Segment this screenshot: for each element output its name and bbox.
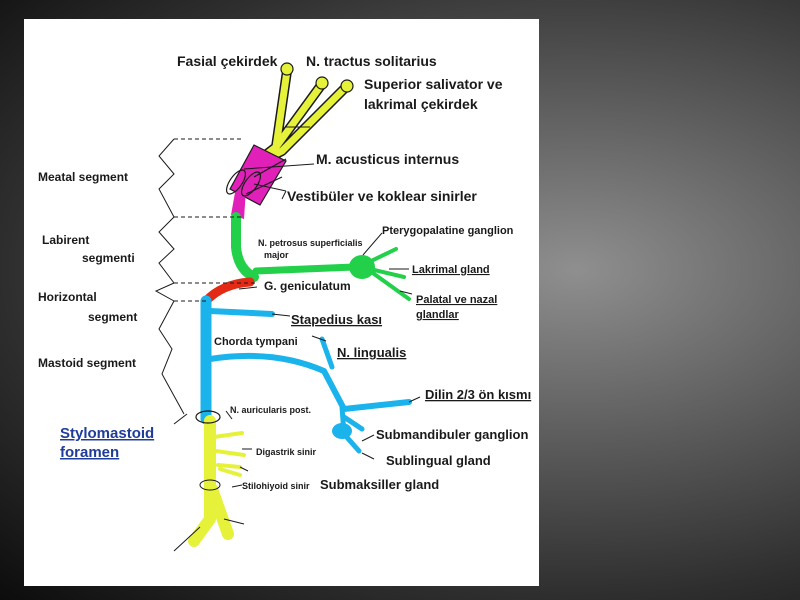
label-sublingual-gland: Sublingual gland: [386, 453, 491, 468]
label-horizontal-line1: Horizontal: [38, 290, 97, 304]
label-meatal-segment: Meatal segment: [38, 170, 128, 184]
label-submaxillary-gland: Submaksiller gland: [320, 477, 439, 492]
label-facial-nucleus: Fasial çekirdek: [177, 53, 278, 69]
label-palatal-line1: Palatal ve nazal: [416, 294, 497, 306]
facial-nerve-diagram: Fasial çekirdek N. tractus solitarius Su…: [38, 53, 531, 552]
label-labyrinth-line1: Labirent: [42, 233, 89, 247]
label-palatal-line2: glandlar: [416, 309, 460, 321]
label-superior-salivator: Superior salivator ve: [364, 76, 503, 92]
label-lacrimal-nucleus: lakrimal çekirdek: [364, 96, 478, 112]
facial-nucleus-dot: [280, 62, 294, 76]
slide-panel: Fasial çekirdek N. tractus solitarius Su…: [24, 19, 539, 586]
label-horizontal-line2: segment: [88, 310, 137, 324]
mastoid-segment-nerve: [200, 295, 412, 454]
label-chorda-tympani: Chorda tympani: [214, 336, 298, 348]
label-lacrimal-gland: Lakrimal gland: [412, 264, 490, 276]
meatal-segment-nerve: [225, 144, 287, 219]
label-stylomastoid-line1: Stylomastoid: [60, 425, 154, 442]
salivator-nucleus-dot: [340, 79, 354, 93]
label-pterygopalatine: Pterygopalatine ganglion: [382, 225, 514, 237]
label-submandibular-ganglion: Submandibuler ganglion: [376, 427, 528, 442]
label-labyrinth-line2: segmenti: [82, 251, 135, 265]
label-lingualis: N. lingualis: [337, 345, 406, 360]
label-digastric: Digastrik sinir: [256, 447, 317, 457]
segment-brackets: [154, 126, 421, 488]
label-stapedius: Stapedius kası: [291, 312, 382, 327]
pterygopalatine-ganglion-shape: [349, 255, 375, 279]
label-vestibular-nerves: Vestibüler ve koklear sinirler: [287, 188, 477, 204]
label-stylomastoid-line2: foramen: [60, 444, 119, 461]
label-petrosus-line1: N. petrosus superficialis: [258, 238, 363, 248]
submandibular-ganglion-shape: [332, 423, 352, 439]
extracranial-segment-nerve: [173, 410, 246, 552]
labyrinth-segment-nerve: [231, 212, 411, 301]
label-stylohyoid: Stilohiyoid sinir: [242, 481, 310, 491]
horizontal-segment-nerve: [201, 277, 255, 306]
label-petrosus-line2: major: [264, 250, 289, 260]
label-auricularis: N. auricularis post.: [230, 405, 311, 415]
label-tractus-solitarius: N. tractus solitarius: [306, 53, 437, 69]
label-tongue: Dilin 2/3 ön kısmı: [425, 387, 531, 402]
label-acusticus-internus: M. acusticus internus: [316, 151, 459, 167]
label-geniculatum: G. geniculatum: [264, 279, 351, 293]
solitarius-nucleus-dot: [315, 76, 329, 90]
label-mastoid-segment: Mastoid segment: [38, 356, 136, 370]
